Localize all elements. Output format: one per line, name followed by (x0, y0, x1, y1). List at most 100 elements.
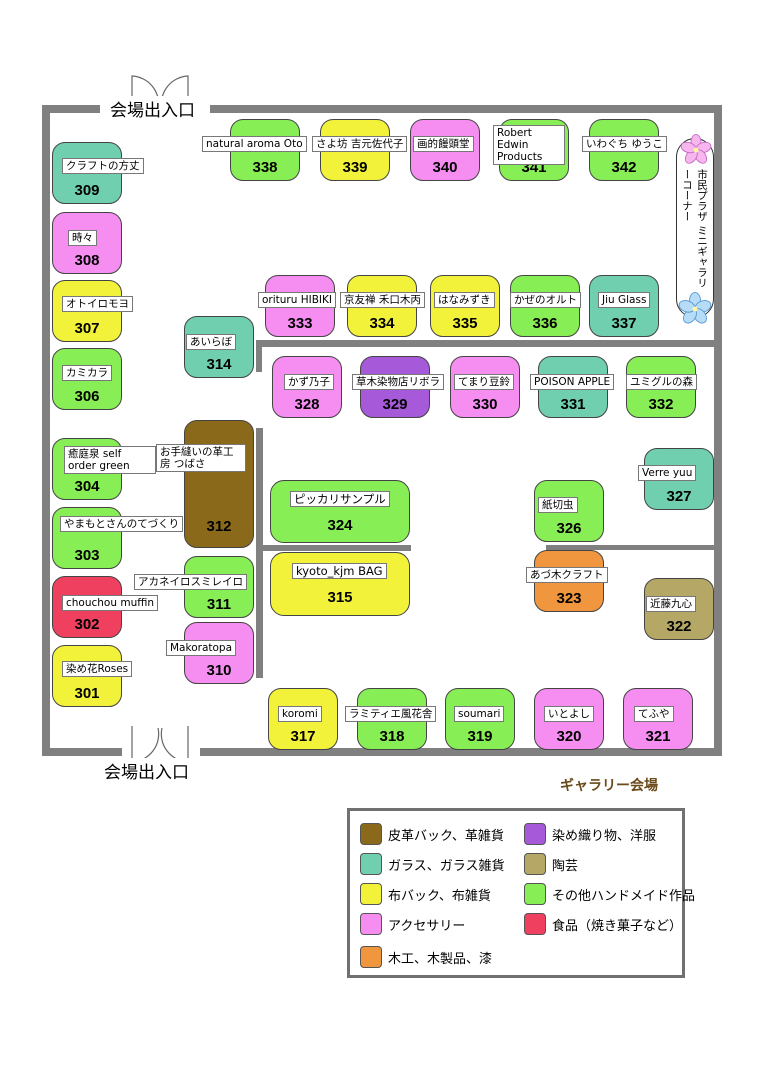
legend-swatch (360, 946, 382, 968)
flower-icon-bottom (678, 292, 712, 324)
booth-number: 306 (74, 388, 100, 405)
booth-label: クラフトの方丈 (62, 158, 144, 174)
booth-label: chouchou muffin (62, 595, 159, 611)
booth-number: 308 (74, 252, 100, 269)
booth-label: てまり豆鈴 (454, 374, 514, 390)
booth-312[interactable]: 312 (184, 420, 254, 548)
partition-upper-stub (256, 340, 262, 372)
booth-label: koromi (278, 706, 322, 722)
booth-label: ユミグルの森 (626, 374, 697, 390)
booth-number: 303 (74, 547, 100, 564)
booth-label: てふや (634, 706, 674, 722)
booth-label: 紙切虫 (538, 497, 578, 513)
legend-label: 陶芸 (552, 858, 579, 874)
legend-item-leather: 皮革バック、革雑貨 (360, 823, 504, 845)
booth-label: あいらぼ (186, 334, 236, 350)
legend-label: 食品（焼き菓子など） (552, 918, 683, 934)
legend: 皮革バック、革雑貨 ガラス、ガラス雑貨 布バック、布雑貨 アクセサリー 木工、木… (347, 808, 695, 978)
booth-number: 311 (206, 596, 232, 613)
booth-number: 327 (666, 488, 692, 505)
booth-label: Verre yuu (638, 465, 697, 481)
booth-label: 時々 (68, 230, 97, 246)
booth-number: 317 (290, 728, 316, 745)
partition-center (256, 428, 263, 678)
booth-label: さよ坊 吉元佐代子 (312, 136, 408, 152)
booth-label: Makoratopa (166, 640, 237, 656)
wall-bottom-right (200, 748, 722, 756)
booth-label: 近藤九心 (646, 596, 696, 612)
legend-swatch (360, 823, 382, 845)
partition-right (546, 545, 714, 550)
legend-label: 布バック、布雑貨 (388, 888, 491, 904)
booth-label: はなみずき (434, 292, 495, 308)
booth-label: 癒庭泉 self order green (64, 446, 156, 474)
booth-number: 315 (327, 589, 353, 606)
booth-number: 332 (648, 396, 674, 413)
mini-gallery-label: 市民プラザ ミニギャラリーコーナー (681, 169, 708, 288)
booth-number: 326 (556, 520, 582, 537)
legend-item-wood: 木工、木製品、漆 (360, 946, 492, 968)
booth-label: ラミティエ風花舎 (345, 706, 437, 722)
booth-number: 320 (556, 728, 582, 745)
legend-item-dye: 染め織り物、洋服 (524, 823, 656, 845)
booth-number: 324 (327, 517, 353, 534)
booth-label: カミカラ (62, 365, 112, 381)
booth-label: お手縫いの革工房 つばさ (156, 444, 246, 472)
booth-number: 339 (342, 159, 368, 176)
booth-number: 319 (467, 728, 493, 745)
booth-label: Robert Edwin Products (493, 125, 565, 165)
booth-number: 342 (611, 159, 637, 176)
booth-label: アカネイロスミレイロ (134, 574, 247, 590)
booth-number: 304 (74, 478, 100, 495)
booth-number: 309 (74, 182, 100, 199)
booth-number: 321 (645, 728, 671, 745)
booth-324[interactable]: 324 (270, 480, 410, 543)
mini-gallery-corner[interactable]: 市民プラザ ミニギャラリーコーナー (676, 138, 714, 318)
booth-number: 336 (532, 315, 558, 332)
booth-label: soumari (454, 706, 505, 722)
legend-swatch (524, 883, 546, 905)
legend-item-ceramic: 陶芸 (524, 853, 578, 875)
partition-middle (263, 545, 411, 551)
booth-label: あづ木クラフト (526, 567, 608, 583)
booth-label: 京友禅 禾口木丙 (340, 292, 425, 308)
booth-label: natural aroma Oto (202, 136, 307, 152)
booth-label: 画的饅頭堂 (413, 136, 474, 152)
booth-number: 330 (472, 396, 498, 413)
legend-swatch (360, 853, 382, 875)
booth-315[interactable]: 315 (270, 552, 410, 616)
booth-label: いとよし (544, 706, 594, 722)
wall-bottom-left (42, 748, 122, 756)
booth-label: POISON APPLE (530, 374, 615, 390)
booth-number: 328 (294, 396, 320, 413)
booth-number: 307 (74, 320, 100, 337)
booth-label: ピッカリサンプル (290, 491, 390, 507)
booth-310[interactable]: 310 (184, 622, 254, 684)
booth-number: 312 (206, 518, 232, 535)
booth-number: 335 (452, 315, 478, 332)
booth-label: 染め花Roses (62, 661, 133, 677)
booth-number: 310 (206, 662, 232, 679)
booth-number: 314 (206, 356, 232, 373)
booth-label: かぜのオルト (510, 292, 581, 308)
gallery-title: ギャラリー会場 (560, 778, 658, 794)
legend-label: その他ハンドメイド作品 (552, 888, 696, 904)
booth-number: 329 (382, 396, 408, 413)
booth-number: 322 (666, 618, 692, 635)
booth-label: orituru HIBIKI (258, 292, 337, 308)
legend-label: 皮革バック、革雑貨 (388, 828, 504, 844)
booth-label: Jiu Glass (598, 292, 651, 308)
legend-item-food: 食品（焼き菓子など） (524, 913, 682, 935)
booth-number: 337 (611, 315, 637, 332)
booth-number: 301 (74, 685, 100, 702)
legend-item-fabric: 布バック、布雑貨 (360, 883, 491, 905)
legend-item-accessory: アクセサリー (360, 913, 465, 935)
booth-label: かず乃子 (284, 374, 334, 390)
wall-top-right (210, 105, 722, 113)
wall-top-left (42, 105, 100, 113)
booth-number: 331 (560, 396, 586, 413)
entrance-label-top: 会場出入口 (108, 96, 197, 121)
entrance-label-bottom: 会場出入口 (102, 758, 191, 783)
booth-number: 334 (369, 315, 395, 332)
wall-left (42, 105, 50, 755)
